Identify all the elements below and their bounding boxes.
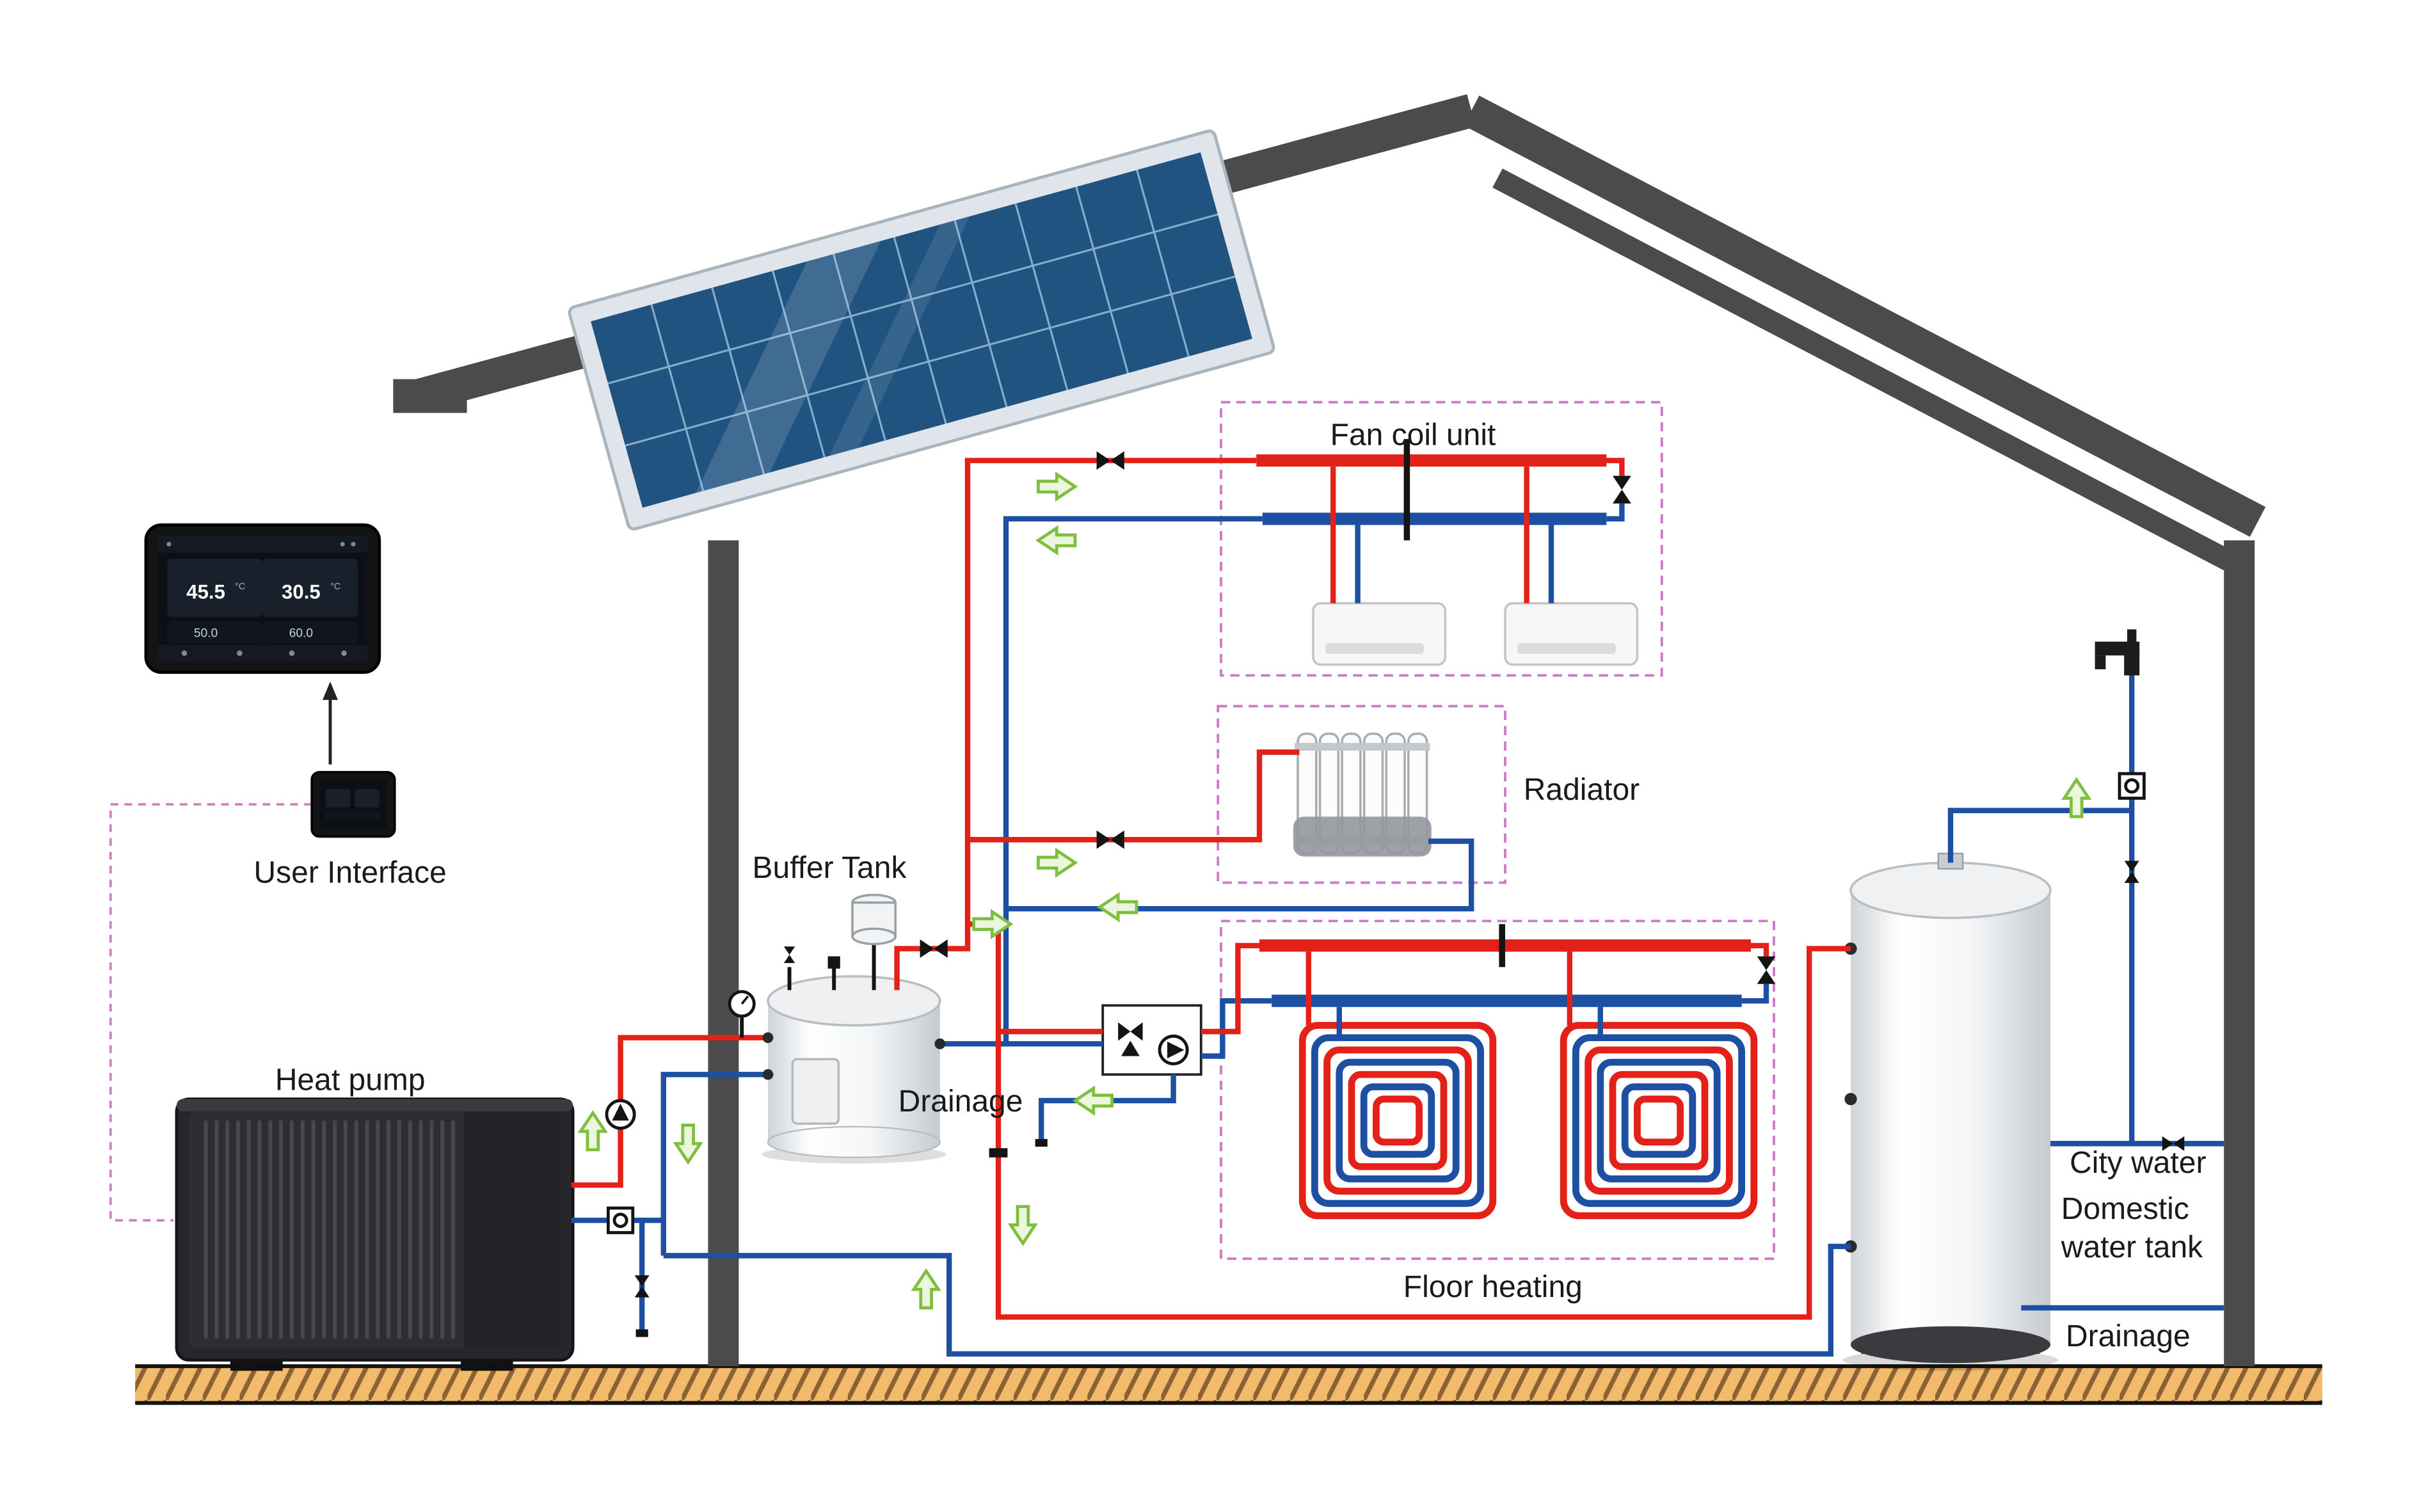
drainage-pipe-left	[1039, 1074, 1176, 1142]
drain-fitting-icon	[989, 1148, 1008, 1158]
temp-unit-right: °C	[330, 582, 340, 592]
valve-icon	[1613, 475, 1631, 504]
right-wall	[2224, 540, 2255, 1367]
flow-arrow-down-icon	[676, 1125, 700, 1162]
temp-value-left: 45.5	[186, 581, 225, 603]
label-domestic-water-tank-2: water tank	[2061, 1230, 2203, 1264]
label-user-interface: User Interface	[254, 855, 447, 889]
drain-cap-icon	[1035, 1139, 1048, 1147]
mixing-pump-station	[1101, 1004, 1202, 1076]
floor-heating-coil-right	[1560, 1022, 1758, 1220]
flow-arrow-up-icon	[914, 1271, 938, 1308]
label-drainage-right: Drainage	[2066, 1319, 2191, 1353]
label-fan-coil-unit: Fan coil unit	[1330, 418, 1496, 452]
temp-unit-left: °C	[235, 582, 245, 592]
sensor-fitting-icon	[827, 956, 840, 969]
flow-arrow-up-icon	[580, 1113, 605, 1150]
diagram-labels: Fan coil unit Radiator Floor heating Use…	[254, 418, 2207, 1353]
temp-tile-left[interactable]	[167, 559, 263, 617]
domestic-water-tank	[1843, 852, 2058, 1371]
pump-icon	[1160, 1036, 1187, 1063]
filter-box-icon	[608, 1208, 632, 1232]
roof-right-slope	[1463, 95, 2266, 537]
heat-pump-unit	[175, 1097, 575, 1371]
label-drainage-left: Drainage	[898, 1085, 1023, 1118]
faucet-icon	[2095, 629, 2140, 676]
valve-icon	[634, 1275, 650, 1298]
fittings-and-valves	[607, 439, 2185, 1337]
label-city-water: City water	[2070, 1146, 2206, 1180]
label-radiator: Radiator	[1524, 773, 1640, 807]
flow-arrow-left-icon	[1075, 1088, 1112, 1113]
safety-valve-icon	[783, 946, 795, 964]
radiator-unit	[1293, 732, 1432, 857]
flow-arrow-right-icon	[1038, 474, 1075, 498]
roof-right-inner-band	[1492, 168, 2247, 578]
label-heat-pump: Heat pump	[275, 1063, 426, 1097]
temp-value-right: 30.5	[282, 581, 321, 603]
fan-coil-unit-right	[1504, 602, 1639, 666]
tablet-nav-bar[interactable]	[158, 644, 367, 662]
thermostat-tablet: 45.5 °C 30.5 °C 50.0 60.0	[144, 523, 381, 674]
label-domestic-water-tank-1: Domestic	[2061, 1192, 2189, 1226]
label-floor-heating: Floor heating	[1403, 1270, 1583, 1304]
flow-arrow-right-icon	[1038, 850, 1075, 875]
radiator-zone-border	[1217, 704, 1506, 884]
solar-panel	[568, 129, 1275, 531]
valve-icon	[1096, 830, 1124, 849]
floor-heating-zone-border	[1220, 919, 1775, 1261]
pressure-gauge-icon	[728, 990, 756, 1038]
three-way-valve-icon	[1118, 1022, 1143, 1056]
phone-remote	[310, 770, 396, 838]
flow-arrow-left-icon	[1038, 528, 1075, 552]
label-buffer-tank: Buffer Tank	[753, 851, 907, 885]
fan-coil-unit-left	[1312, 602, 1447, 666]
valve-icon	[1096, 451, 1124, 470]
control-link-dashed	[109, 803, 312, 1222]
setpoint-left: 50.0	[194, 627, 218, 641]
drain-cap-icon	[635, 1329, 648, 1337]
left-wall	[708, 540, 739, 1367]
recirculation-pump-icon	[2120, 774, 2144, 798]
buffer-tank	[762, 893, 946, 1164]
circulation-pump-icon	[607, 1101, 634, 1128]
temp-tile-right[interactable]	[262, 559, 358, 617]
user-interface-group: 45.5 °C 30.5 °C 50.0 60.0	[109, 523, 396, 1222]
heat-pump-grille	[204, 1120, 455, 1339]
flow-arrow-left-icon	[1099, 895, 1137, 919]
fan-coil-zone-border	[1220, 401, 1663, 677]
floor-heating-coil-left	[1298, 1022, 1497, 1220]
valve-icon	[920, 939, 948, 958]
flow-arrow-down-icon	[1010, 1207, 1035, 1244]
phone-to-tablet-arrow	[323, 681, 338, 765]
buffer-tank-nameplate	[791, 1058, 840, 1125]
ground-strip	[135, 1364, 2322, 1405]
solar-cell-grid	[607, 170, 1236, 491]
setpoint-right: 60.0	[289, 627, 313, 641]
expansion-vessel	[851, 893, 897, 991]
